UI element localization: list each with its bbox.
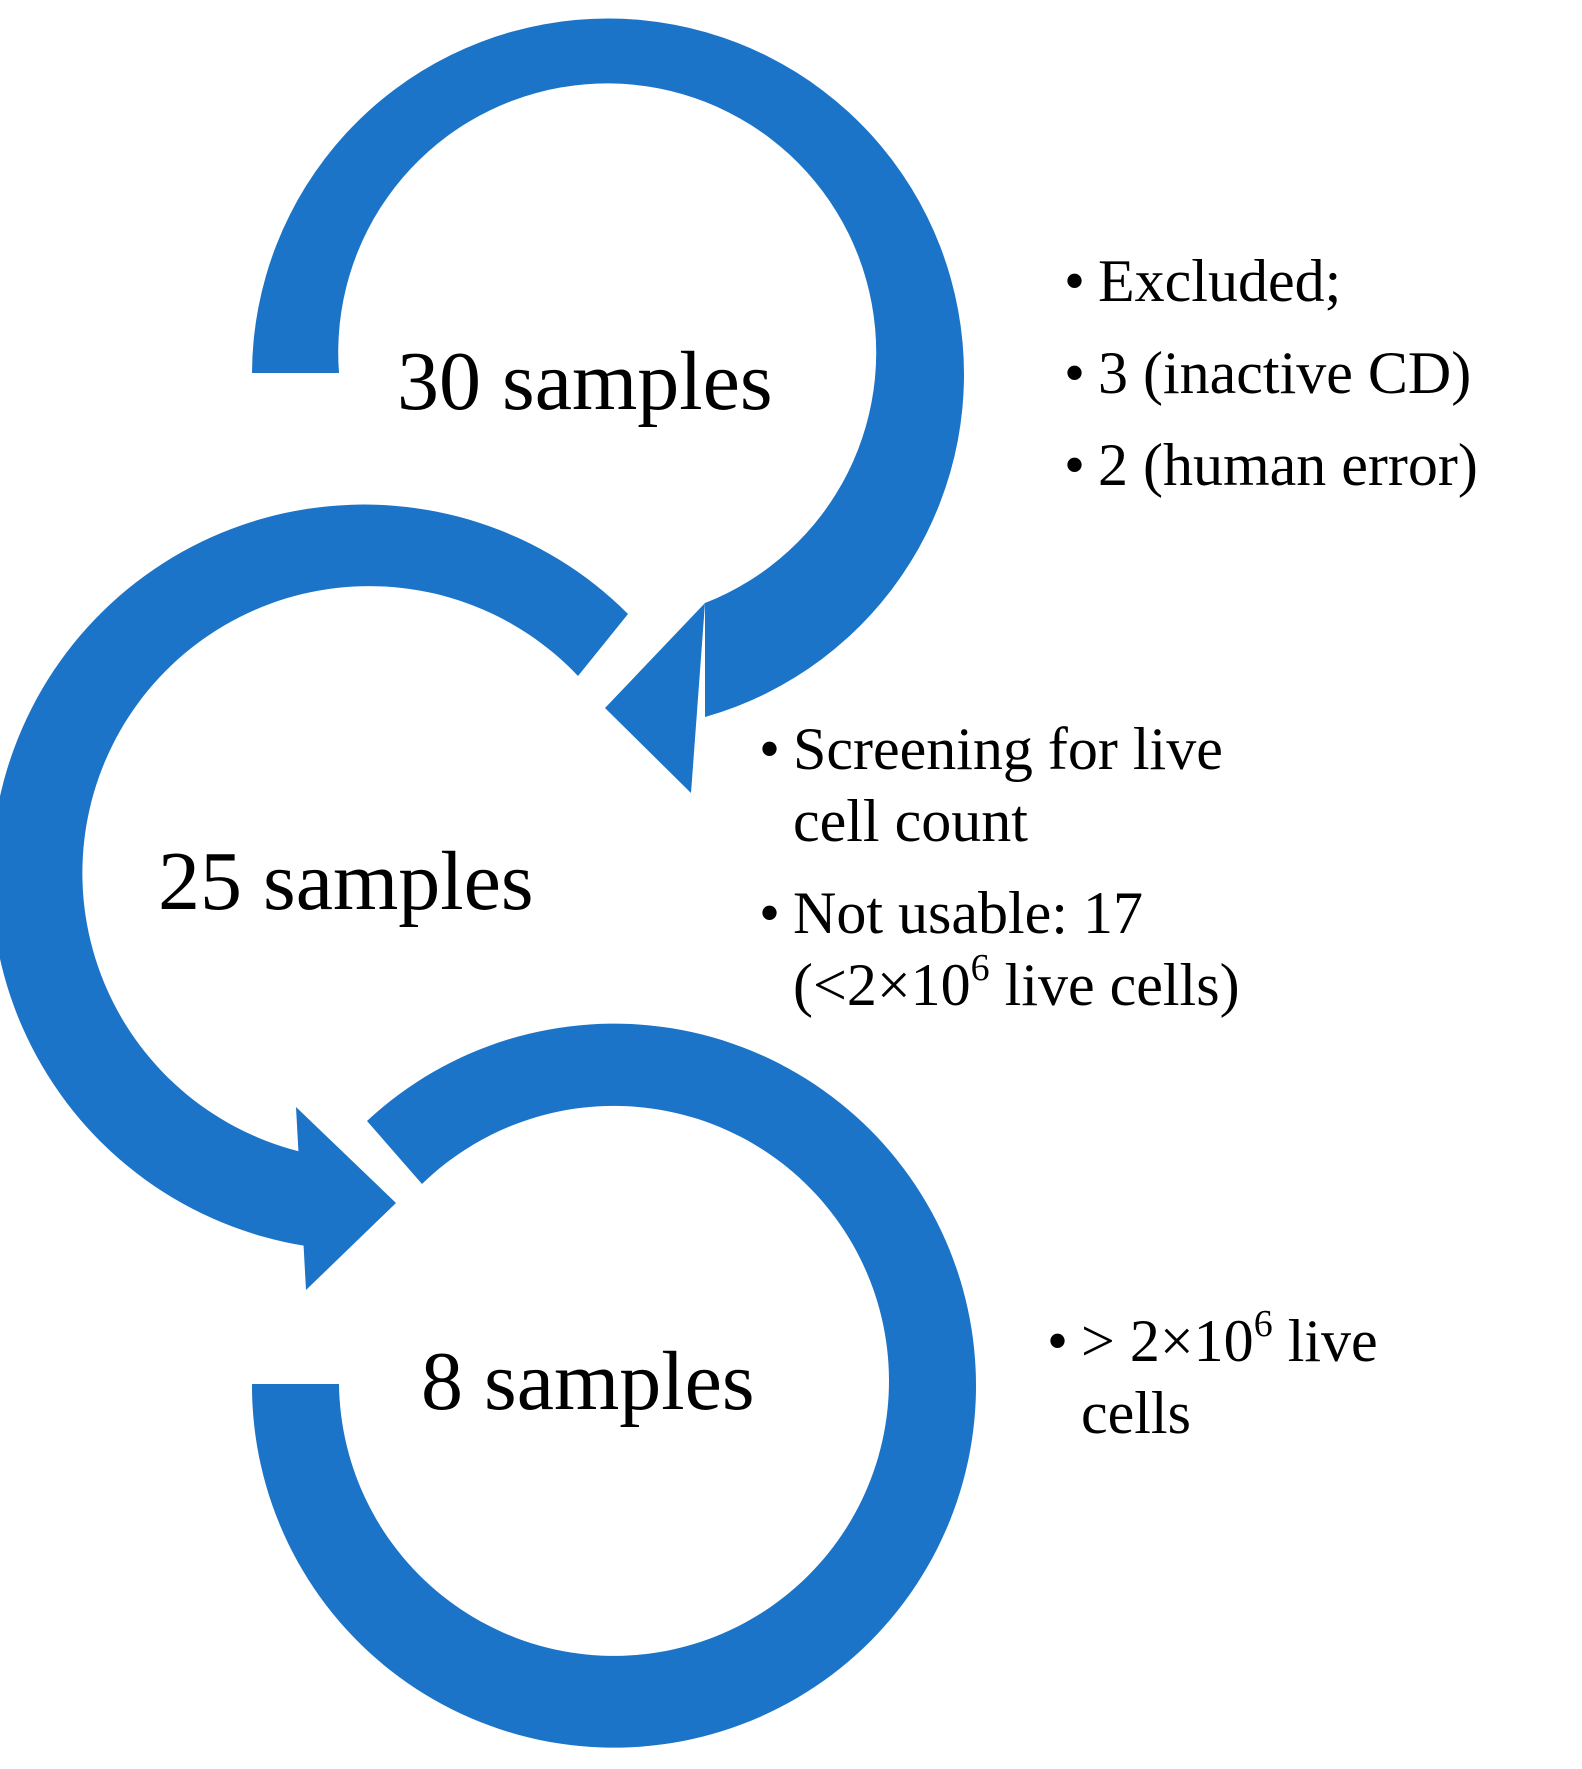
note-human-error: • 2 (human error) [1064, 429, 1478, 501]
arrowhead-top [605, 603, 705, 793]
bullet-icon: • [1064, 432, 1086, 498]
stage-label-30: 30 samples [397, 335, 773, 428]
bullet-icon: • [759, 880, 781, 946]
note-text-part: > 2×10 [1081, 1308, 1254, 1374]
bullet-icon: • [759, 716, 781, 782]
exponent: 6 [970, 947, 990, 989]
note-text: Excluded; [1098, 248, 1342, 314]
screening-notes: • Screening for live cell count • Not us… [759, 713, 1240, 1021]
note-text: > 2×106 live [1081, 1305, 1378, 1377]
note-excluded: • Excluded; [1064, 245, 1478, 317]
note-text: cell count [793, 788, 1028, 854]
bullet-icon: • [1064, 248, 1086, 314]
exponent: 6 [1253, 1303, 1273, 1345]
exclusion-notes: • Excluded; • 3 (inactive CD) • 2 (human… [1064, 245, 1478, 501]
note-not-usable: • Not usable: 17 (<2×106 live cells) [759, 877, 1240, 1021]
note-text-part: (<2×10 [793, 952, 971, 1018]
note-text-part: live [1272, 1308, 1378, 1374]
stage-label-25: 25 samples [158, 835, 534, 928]
note-text: cells [1081, 1380, 1191, 1446]
note-text: (<2×106 live cells) [793, 949, 1240, 1021]
note-text-part: live cells) [989, 952, 1240, 1018]
bullet-icon: • [1064, 340, 1086, 406]
note-inactive-cd: • 3 (inactive CD) [1064, 337, 1478, 409]
bullet-icon: • [1047, 1308, 1069, 1374]
note-text: Screening for live [793, 716, 1223, 782]
note-text: Not usable: 17 [793, 880, 1143, 946]
arrowhead-middle [296, 1107, 396, 1290]
cycle-arrow-middle [0, 504, 628, 1246]
stage-label-8: 8 samples [421, 1335, 755, 1428]
note-text: 3 (inactive CD) [1098, 340, 1472, 406]
note-screening: • Screening for live cell count [759, 713, 1240, 857]
usable-notes: • > 2×106 live cells [1047, 1305, 1378, 1449]
note-usable: • > 2×106 live cells [1047, 1305, 1378, 1449]
note-text: 2 (human error) [1098, 432, 1478, 498]
